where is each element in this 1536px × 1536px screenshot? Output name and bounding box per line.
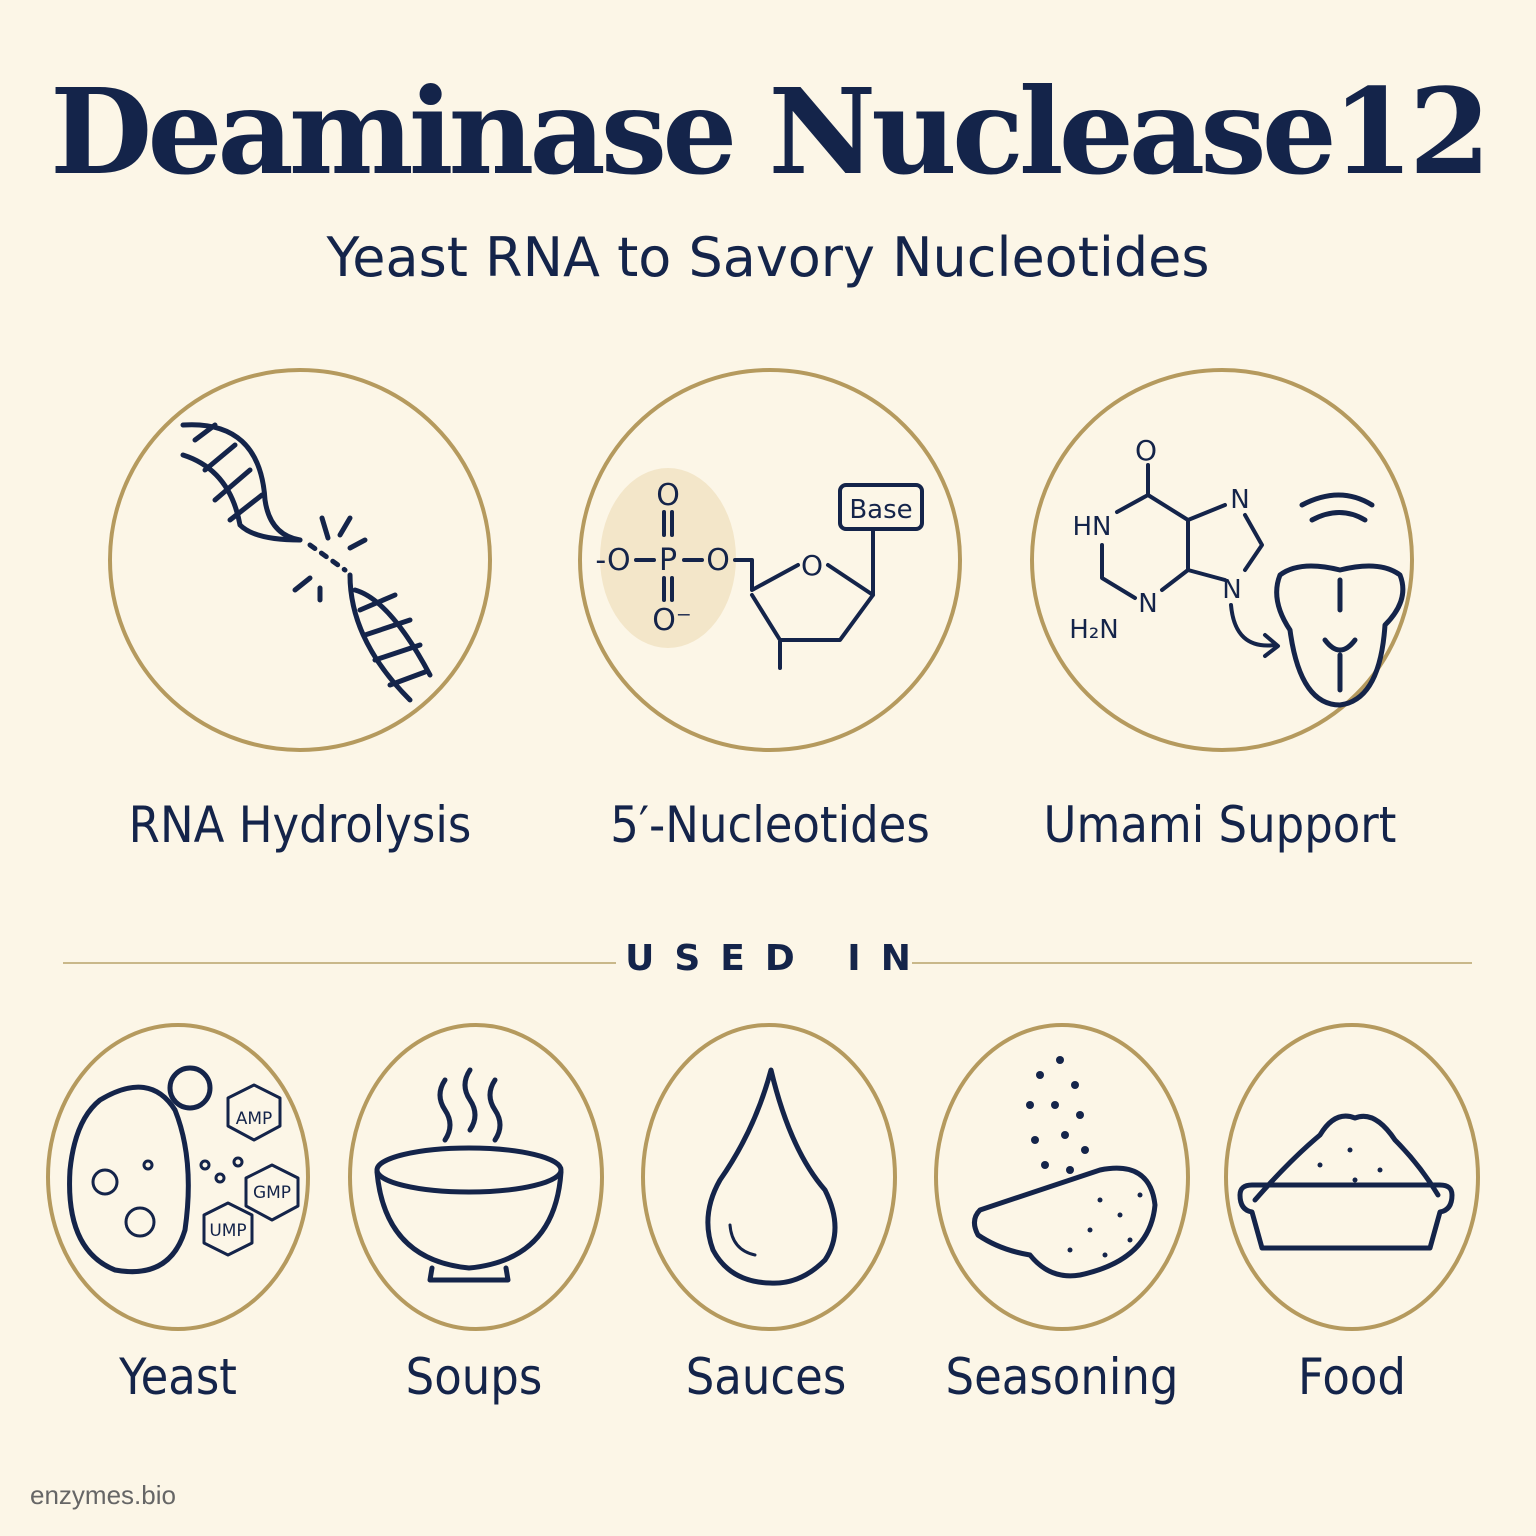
divider-left	[63, 962, 616, 964]
feature-label-rna-hydrolysis: RNA Hydrolysis	[128, 796, 472, 854]
svg-text:H₂N: H₂N	[1069, 615, 1118, 645]
footer-brand: enzymes.bio	[30, 1480, 176, 1510]
page-subtitle: Yeast RNA to Savory Nucleotides	[326, 226, 1210, 289]
app-label-soups: Soups	[405, 1348, 543, 1406]
nucleotide-structure-icon: O P -O O O⁻ O Base	[578, 368, 962, 752]
svg-text:N: N	[1222, 575, 1241, 605]
svg-text:UMP: UMP	[209, 1221, 246, 1241]
svg-text:AMP: AMP	[236, 1109, 273, 1129]
app-label-food: Food	[1298, 1348, 1406, 1406]
seasoning-chip-icon	[934, 1023, 1190, 1331]
svg-text:N: N	[1138, 589, 1157, 619]
svg-text:HN: HN	[1073, 512, 1112, 542]
yeast-cell-icon: AMP GMP UMP	[46, 1023, 310, 1331]
svg-text:O: O	[656, 478, 680, 513]
svg-text:O⁻: O⁻	[652, 603, 691, 638]
svg-text:N: N	[1230, 485, 1249, 515]
application-icons: AMP GMP UMP	[46, 1023, 1480, 1331]
feature-label-nucleotides: 5′-Nucleotides	[610, 796, 930, 854]
section-label-used-in: USED IN	[625, 938, 931, 979]
rna-cleavage-icon	[108, 368, 492, 752]
app-label-seasoning: Seasoning	[945, 1348, 1179, 1406]
tongue-taste-icon: O HN N N N H₂N	[1030, 368, 1414, 752]
app-label-yeast: Yeast	[119, 1348, 237, 1406]
soup-bowl-icon	[348, 1023, 604, 1331]
page-title: Deaminase Nuclease12	[50, 62, 1491, 201]
svg-text:-O: -O	[595, 543, 630, 578]
svg-text:P: P	[659, 543, 677, 578]
feature-icons: O P -O O O⁻ O Base O HN N N N H₂N	[108, 368, 1414, 752]
sauce-drop-icon	[641, 1023, 897, 1331]
feature-label-umami: Umami Support	[1043, 796, 1397, 854]
svg-text:GMP: GMP	[253, 1183, 291, 1203]
svg-text:Base: Base	[849, 495, 912, 525]
divider-right	[912, 962, 1472, 964]
svg-text:O: O	[801, 549, 823, 582]
svg-text:O: O	[1135, 434, 1157, 467]
food-tray-icon	[1224, 1023, 1480, 1331]
svg-text:O: O	[706, 543, 730, 578]
app-label-sauces: Sauces	[685, 1348, 847, 1406]
